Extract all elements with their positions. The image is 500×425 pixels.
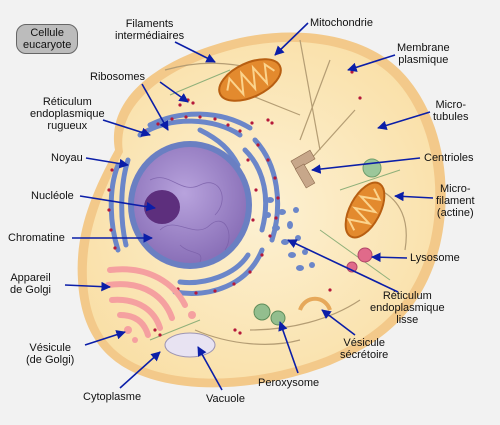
label-reticulum-rugueux: Réticulum endoplasmique rugueux — [30, 96, 105, 132]
arrow-membrane — [347, 54, 396, 72]
arrow-golgi — [64, 281, 111, 292]
smooth-er — [265, 197, 315, 271]
label-reticulum-lisse: Réticulum endoplasmique lisse — [370, 290, 445, 326]
label-nucleole: Nucléole — [31, 190, 74, 202]
arrow-vacuole — [197, 346, 223, 391]
arrow-microtubules — [377, 111, 431, 131]
arrow-vesicule-golgi — [84, 330, 126, 346]
diagram-title: Cellule eucaryote — [16, 24, 79, 54]
arrow-centrioles — [311, 157, 421, 174]
arrow-reticulum-lisse — [287, 239, 399, 293]
label-membrane: Membrane plasmique — [397, 42, 450, 66]
label-arrows — [64, 22, 434, 391]
arrow-vesicule-secretoire — [321, 309, 356, 336]
arrow-nucleole — [79, 195, 156, 212]
secretory-vesicle-shape — [298, 296, 332, 311]
arrow-filaments — [174, 41, 216, 63]
label-ribosomes: Ribosomes — [90, 71, 146, 83]
label-golgi: Appareil de Golgi — [10, 272, 51, 296]
mitochondria — [218, 58, 386, 239]
label-vesicule-golgi: Vésicule (de Golgi) — [26, 342, 75, 366]
label-mitochondrie: Mitochondrie — [310, 17, 373, 29]
arrow-lysosome — [371, 252, 408, 263]
golgi-vesicles — [124, 311, 196, 343]
nucleus — [128, 141, 252, 269]
microfilament-lines — [149, 69, 401, 341]
arrow-ribosomes — [159, 81, 189, 103]
label-lysosome: Lysosome — [410, 252, 460, 264]
label-cytoplasme: Cytoplasme — [83, 391, 142, 403]
centrioles — [290, 149, 316, 189]
arrow-peroxysome — [278, 321, 299, 374]
arrow-reticulum-rugueux — [102, 119, 151, 137]
cytoplasm — [86, 41, 436, 379]
arrow-microfilament — [394, 191, 434, 202]
peroxysomes — [253, 303, 286, 326]
label-vacuole: Vacuole — [206, 393, 245, 405]
arrow-mitochondrie — [274, 22, 309, 56]
nucleole — [144, 190, 180, 224]
arrow-ribosomes-2 — [141, 83, 169, 131]
label-centrioles: Centrioles — [424, 152, 474, 164]
arrow-cytoplasme — [119, 351, 161, 389]
rough-er-ribosomes — [107, 115, 280, 295]
label-noyau: Noyau — [51, 152, 83, 164]
vacuole-shape — [164, 332, 216, 358]
label-peroxysome: Peroxysome — [258, 377, 320, 389]
label-microfilament: Micro- filament (actine) — [436, 183, 475, 219]
label-vesicule-secretoire: Vésicule sécrétoire — [340, 337, 389, 361]
golgi — [105, 266, 188, 338]
arrow-noyau — [85, 157, 129, 169]
label-microtubules: Micro- tubules — [433, 99, 469, 123]
label-filaments: Filaments intermédiaires — [115, 18, 185, 42]
label-chromatine: Chromatine — [8, 232, 65, 244]
